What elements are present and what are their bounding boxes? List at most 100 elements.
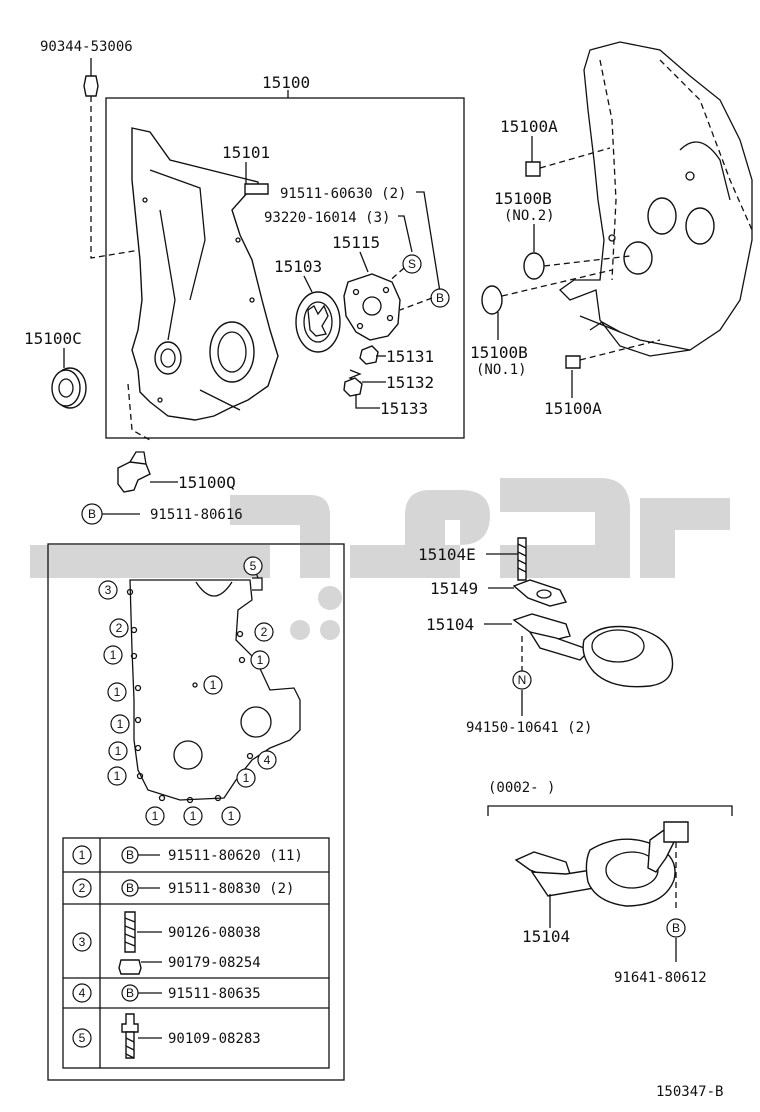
svg-text:2: 2	[261, 625, 268, 639]
position-1-marker[interactable]: 1	[107, 682, 127, 702]
label-91511-80616[interactable]: 91511-80616	[150, 507, 243, 523]
bolt-table: 1 B 91511-80620 (11) 2 B 91511-80830 (2)…	[62, 837, 330, 1069]
watermark-logo	[30, 478, 730, 640]
alt-period-label[interactable]: (0002- )	[488, 780, 555, 796]
label-15104-alt[interactable]: 15104	[522, 927, 570, 946]
svg-text:3: 3	[79, 935, 86, 949]
position-1-marker[interactable]: 1	[145, 806, 165, 826]
label-15100B-no1[interactable]: 15100B	[470, 343, 528, 362]
part-15115-oil-pump-body[interactable]: 15115	[332, 233, 401, 341]
label-15103[interactable]: 15103	[274, 257, 322, 276]
bolt-table-row-5[interactable]: 5 90109-08283	[72, 1013, 261, 1059]
bolt-table-row-2[interactable]: 2 B 91511-80830 (2)	[72, 878, 294, 898]
label-90344-53006[interactable]: 90344-53006	[40, 39, 133, 55]
bolt-part-number[interactable]: 91511-80635	[168, 986, 261, 1002]
part-15133-plug[interactable]: 15133	[343, 377, 428, 418]
part-94150-stud[interactable]: N 94150-10641 (2)	[466, 670, 592, 736]
label-91641-80612[interactable]: 91641-80612	[614, 970, 707, 986]
position-1-marker[interactable]: 1	[103, 645, 123, 665]
part-15104-alt-strainer[interactable]: 15104	[514, 821, 689, 946]
part-15100B-oring-no2[interactable]: 15100B (NO.2)	[494, 189, 631, 280]
part-91511-80616-bolt[interactable]: B 91511-80616	[81, 503, 243, 525]
label-15100[interactable]: 15100	[262, 73, 310, 92]
svg-text:2: 2	[116, 621, 123, 635]
bolt-table-row-4[interactable]: 4 B 91511-80635	[72, 983, 261, 1003]
position-1-marker[interactable]: 1	[107, 766, 127, 786]
part-15132-spring[interactable]: 15132	[348, 369, 434, 392]
label-15132[interactable]: 15132	[386, 373, 434, 392]
bolt-part-number[interactable]: 91511-80830 (2)	[168, 881, 294, 897]
svg-text:1: 1	[190, 809, 197, 823]
position-1-marker[interactable]: 1	[203, 675, 223, 695]
position-1-marker[interactable]: 1	[108, 741, 128, 761]
bolt-part-number[interactable]: 90126-08038	[168, 925, 261, 941]
position-4-marker[interactable]: 4	[257, 750, 277, 770]
assembly-15100-box: 15100	[105, 73, 465, 439]
position-2-marker[interactable]: 2	[109, 618, 129, 638]
svg-text:B: B	[126, 881, 134, 895]
label-15115[interactable]: 15115	[332, 233, 380, 252]
circle-N	[512, 670, 532, 690]
svg-text:5: 5	[79, 1031, 86, 1045]
position-1-marker[interactable]: 1	[183, 806, 203, 826]
part-15131-relief-valve[interactable]: 15131	[359, 345, 434, 366]
part-15103-oil-pump-rotor[interactable]: 15103	[274, 257, 341, 353]
bolt-head-icon	[121, 1013, 139, 1033]
label-15100B-no1-sub[interactable]: (NO.1)	[476, 362, 527, 378]
svg-text:1: 1	[115, 744, 122, 758]
diagram-number: 150347-B	[656, 1084, 723, 1100]
position-1-marker[interactable]: 1	[250, 650, 270, 670]
bolt-table-row-1[interactable]: 1 B 91511-80620 (11)	[72, 845, 303, 865]
part-15100B-oring-no1[interactable]: 15100B (NO.1)	[470, 269, 613, 378]
label-15149[interactable]: 15149	[430, 579, 478, 598]
label-15100Q[interactable]: 15100Q	[178, 473, 236, 492]
part-15100A-dowel-lower[interactable]: 15100A	[544, 339, 661, 418]
label-15131[interactable]: 15131	[386, 347, 434, 366]
bolt-part-number[interactable]: 90109-08283	[168, 1031, 261, 1047]
label-15100A-bottom[interactable]: 15100A	[544, 399, 602, 418]
label-93220-16014[interactable]: 93220-16014 (3)	[264, 210, 390, 226]
position-1-marker[interactable]: 1	[236, 768, 256, 788]
bolt-layout-box	[47, 543, 345, 1081]
svg-text:1: 1	[228, 809, 235, 823]
part-15104-oil-strainer[interactable]: 15104	[426, 613, 674, 688]
label-94150-10641[interactable]: 94150-10641 (2)	[466, 720, 592, 736]
part-15100A-dowel-upper[interactable]: 15100A	[500, 117, 611, 177]
position-3-marker[interactable]: 3	[98, 580, 118, 600]
part-15101-timing-cover[interactable]: 15101	[131, 127, 279, 421]
part-15104E-stud[interactable]: 15104E	[418, 537, 527, 581]
label-15104E[interactable]: 15104E	[418, 545, 476, 564]
position-1-marker[interactable]: 1	[221, 806, 241, 826]
stud-icon	[124, 911, 136, 953]
part-15149-gasket[interactable]: 15149	[430, 579, 568, 607]
label-15100B-no2[interactable]: 15100B	[494, 189, 552, 208]
part-15100C-oil-seal[interactable]: 15100C	[24, 329, 87, 409]
label-15100B-no2-sub[interactable]: (NO.2)	[504, 208, 555, 224]
position-5-marker[interactable]: 5	[243, 556, 263, 576]
part-90344-plug[interactable]: 90344-53006	[40, 39, 141, 259]
bolt-table-row-3[interactable]: 3 90126-08038 90179-08254	[72, 911, 261, 975]
svg-text:4: 4	[264, 753, 271, 767]
callouts-upper-right-box: 91511-60630 (2) 93220-16014 (3) S B	[264, 186, 450, 311]
label-91511-60630[interactable]: 91511-60630 (2)	[280, 186, 406, 202]
part-15100Q-union[interactable]: 15100Q	[117, 383, 236, 493]
circle-B-91641-text: B	[672, 921, 680, 935]
part-91641-bolt[interactable]: B 91641-80612	[614, 918, 707, 986]
label-15104[interactable]: 15104	[426, 615, 474, 634]
circle-B-80616-text: B	[88, 507, 96, 521]
circle-B-91641	[666, 918, 686, 938]
position-2-marker[interactable]: 2	[254, 622, 274, 642]
label-15133[interactable]: 15133	[380, 399, 428, 418]
bolt-position-markers: 5 3 2 2 1 1 1 1 1 1 4 1 1 1 1 1	[98, 556, 277, 826]
circle-B-text: B	[436, 291, 444, 305]
label-15100A-top[interactable]: 15100A	[500, 117, 558, 136]
position-1-marker[interactable]: 1	[110, 714, 130, 734]
label-15101[interactable]: 15101	[222, 143, 270, 162]
bolt-part-number[interactable]: 91511-80620 (11)	[168, 848, 303, 864]
bolt-layout-frame	[47, 543, 345, 1081]
bolt-part-number[interactable]: 90179-08254	[168, 955, 261, 971]
label-15100C[interactable]: 15100C	[24, 329, 82, 348]
circle-S-text: S	[408, 257, 416, 271]
